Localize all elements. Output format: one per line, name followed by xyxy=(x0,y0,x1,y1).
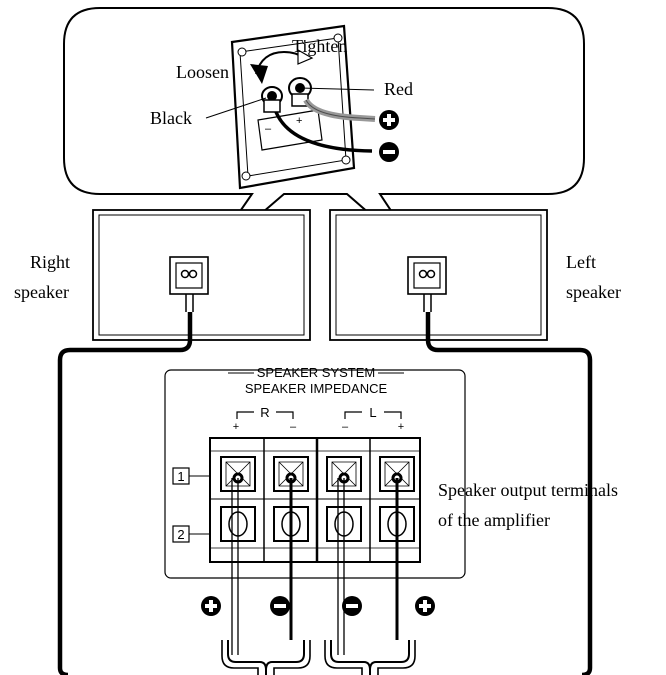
panel-subtitle: SPEAKER IMPEDANCE xyxy=(245,381,388,396)
wire-insert-dots xyxy=(232,472,403,484)
label-tighten: Tighten xyxy=(292,36,347,56)
rotate-arrow-icon xyxy=(250,48,314,84)
minus-circle-icon xyxy=(379,142,399,162)
left-speaker-terminal xyxy=(407,256,447,312)
plus-circle-icon xyxy=(201,596,221,616)
amp-wire-white-r xyxy=(231,478,239,655)
label-red: Red xyxy=(384,79,413,99)
label-right-speaker-2: speaker xyxy=(14,282,69,302)
label-terminals-line1: Speaker output terminals xyxy=(438,480,618,500)
svg-text:–: – xyxy=(265,123,272,135)
sign-l-plus: + xyxy=(398,421,404,433)
leader-lines xyxy=(205,87,375,119)
sign-l-minus: – xyxy=(342,421,349,433)
speaker-cable-right xyxy=(57,312,193,675)
plus-circle-icon xyxy=(415,596,435,616)
amp-wire-white-l xyxy=(337,478,345,655)
label-loosen: Loosen xyxy=(176,62,229,82)
label-black: Black xyxy=(150,108,192,128)
row-2-text: 2 xyxy=(177,527,184,542)
speaker-cable-left xyxy=(425,312,593,675)
minus-circle-icon xyxy=(270,596,290,616)
panel-title: SPEAKER SYSTEM xyxy=(257,365,375,380)
row-label-1 xyxy=(172,467,210,485)
label-left-speaker-1: Left xyxy=(566,252,596,272)
channel-bracket-r xyxy=(236,411,294,419)
callout-wires xyxy=(274,98,376,153)
row-1-text: 1 xyxy=(177,469,184,484)
svg-text:+: + xyxy=(296,115,302,127)
terminal-block xyxy=(209,437,421,563)
channel-label-r: R xyxy=(260,405,269,420)
row-label-2 xyxy=(172,525,210,543)
channel-label-l: L xyxy=(369,405,376,420)
screw-icon xyxy=(237,33,351,181)
channel-bracket-l xyxy=(344,411,402,419)
amp-wire-black xyxy=(289,478,399,640)
right-speaker-terminal xyxy=(169,256,209,312)
sign-r-minus: – xyxy=(290,421,297,433)
label-left-speaker-2: speaker xyxy=(566,282,621,302)
binding-post-black xyxy=(261,86,283,113)
minus-circle-icon xyxy=(342,596,362,616)
sign-r-plus: + xyxy=(233,421,239,433)
label-right-speaker-1: Right xyxy=(30,252,70,272)
cable-split-right xyxy=(221,640,311,675)
label-terminals-line2: of the amplifier xyxy=(438,510,550,530)
plus-circle-icon xyxy=(379,110,399,130)
cable-split-left xyxy=(324,640,416,675)
